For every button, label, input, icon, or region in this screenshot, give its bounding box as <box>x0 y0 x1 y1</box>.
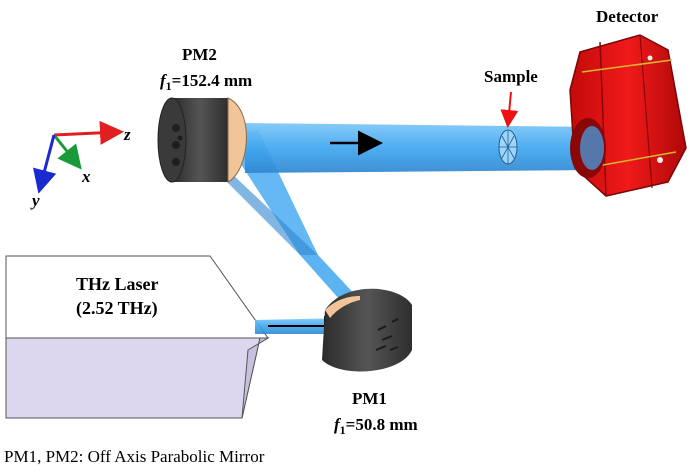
pm2-mirror <box>157 97 247 183</box>
pm1-f-value: =50.8 mm <box>346 415 418 434</box>
axis-z-arrow <box>53 120 124 145</box>
sample-disc <box>498 129 518 165</box>
pm1-f-var: f <box>334 415 342 434</box>
coordinate-axes: z x y <box>30 120 131 210</box>
caption-text: PM1, PM2: Off Axis Parabolic Mirror <box>4 447 265 466</box>
detector-body <box>569 34 687 197</box>
pm1-f-sub: 1 <box>340 423 346 437</box>
detector-label: Detector <box>596 7 659 26</box>
pm2-focal-label: f1=152.4 mm <box>160 71 252 93</box>
pm2-f-var: f <box>160 71 168 90</box>
pm2-name-label: PM2 <box>182 45 217 64</box>
beam-pm2-to-detector <box>245 123 608 173</box>
axis-z-label: z <box>123 125 131 144</box>
sample-pointer-arrow <box>500 91 519 128</box>
axis-x-label: x <box>81 167 91 186</box>
pm1-focal-label: f1=50.8 mm <box>334 415 418 437</box>
pm1-mirror <box>322 288 412 372</box>
pm2-f-value: =152.4 mm <box>172 71 253 90</box>
axis-y-label: y <box>30 191 40 210</box>
laser-name-label: THz Laser <box>76 274 159 294</box>
thz-laser-body <box>5 255 270 419</box>
axis-x-arrow <box>52 134 82 170</box>
axis-y-arrow <box>32 134 57 194</box>
laser-freq-label: (2.52 THz) <box>76 298 158 319</box>
pm1-name-label: PM1 <box>352 389 387 408</box>
pm2-f-sub: 1 <box>166 79 172 93</box>
sample-label: Sample <box>484 67 538 86</box>
